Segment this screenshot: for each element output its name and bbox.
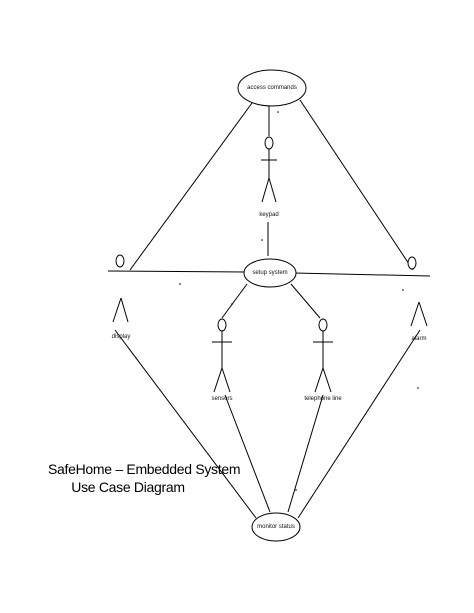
- mark-dot: [402, 289, 404, 291]
- use-case-ellipse: [243, 258, 297, 288]
- line-sensors-to-monitor-status: [224, 394, 271, 513]
- alarm-label: alarm: [411, 336, 427, 342]
- actor-sensors-figure: [212, 318, 232, 393]
- actor-head: [115, 254, 125, 268]
- actor-left-leg: [314, 367, 324, 393]
- actor-telephone-line-figure: [313, 318, 333, 393]
- actor-head: [217, 318, 227, 332]
- actor-right-leg: [418, 301, 428, 327]
- line-alarm-to-monitor-status: [297, 329, 421, 519]
- setup-system-label: setup system: [252, 270, 288, 276]
- line-display-to-setup-system: [107, 270, 247, 273]
- caption-line-1: SafeHome – Embedded System: [48, 461, 241, 477]
- display-label: display: [111, 334, 131, 340]
- actor-keypad-figure: [261, 136, 277, 203]
- diagram-caption: SafeHome – Embedded System Use Case Diag…: [48, 460, 241, 496]
- use-case-access-commands: [237, 69, 307, 107]
- actor-left-leg: [410, 301, 420, 327]
- line-setup-system-to-alarm: [293, 272, 431, 277]
- use-case-ellipse: [251, 512, 301, 542]
- use-case-ellipse: [237, 69, 307, 107]
- mark-dot: [417, 387, 419, 389]
- mark-dot: [261, 239, 263, 241]
- actor-left-leg: [213, 367, 223, 393]
- association-lines: [107, 99, 431, 519]
- actor-right-leg: [120, 297, 129, 323]
- access-commands-label: access commands: [247, 85, 297, 91]
- line-alarm-to-access-commands: [299, 99, 414, 271]
- mark-dot: [179, 283, 181, 285]
- actor-right-leg: [221, 367, 231, 393]
- mark-dot: [295, 489, 297, 491]
- actor-head: [407, 256, 417, 270]
- actor-left-leg: [261, 177, 270, 203]
- telephone-line-label: telephone line: [304, 396, 342, 402]
- line-setup-system-to-telephone-line: [290, 283, 321, 319]
- line-telephone-line-to-monitor-status: [287, 394, 324, 513]
- mark-dot: [231, 303, 233, 305]
- line-display-to-access-commands: [129, 102, 253, 271]
- mark-dot: [277, 111, 279, 113]
- actor-right-leg: [268, 177, 277, 203]
- line-setup-system-to-sensors: [221, 283, 248, 319]
- actor-display-figure: [112, 254, 129, 323]
- sensors-label: sensors: [211, 396, 233, 402]
- actor-left-leg: [112, 297, 122, 323]
- actor-right-leg: [322, 367, 332, 393]
- use-case-setup-system: [243, 258, 297, 288]
- caption-line-2: Use Case Diagram: [71, 479, 185, 495]
- use-case-monitor-status: [251, 512, 301, 542]
- actor-head: [318, 318, 328, 332]
- monitor-status-label: monitor status: [257, 524, 295, 530]
- actor-head: [264, 136, 274, 150]
- keypad-label: keypad: [259, 212, 279, 218]
- actor-alarm-figure: [407, 256, 428, 327]
- line-display-to-monitor-status: [114, 329, 257, 519]
